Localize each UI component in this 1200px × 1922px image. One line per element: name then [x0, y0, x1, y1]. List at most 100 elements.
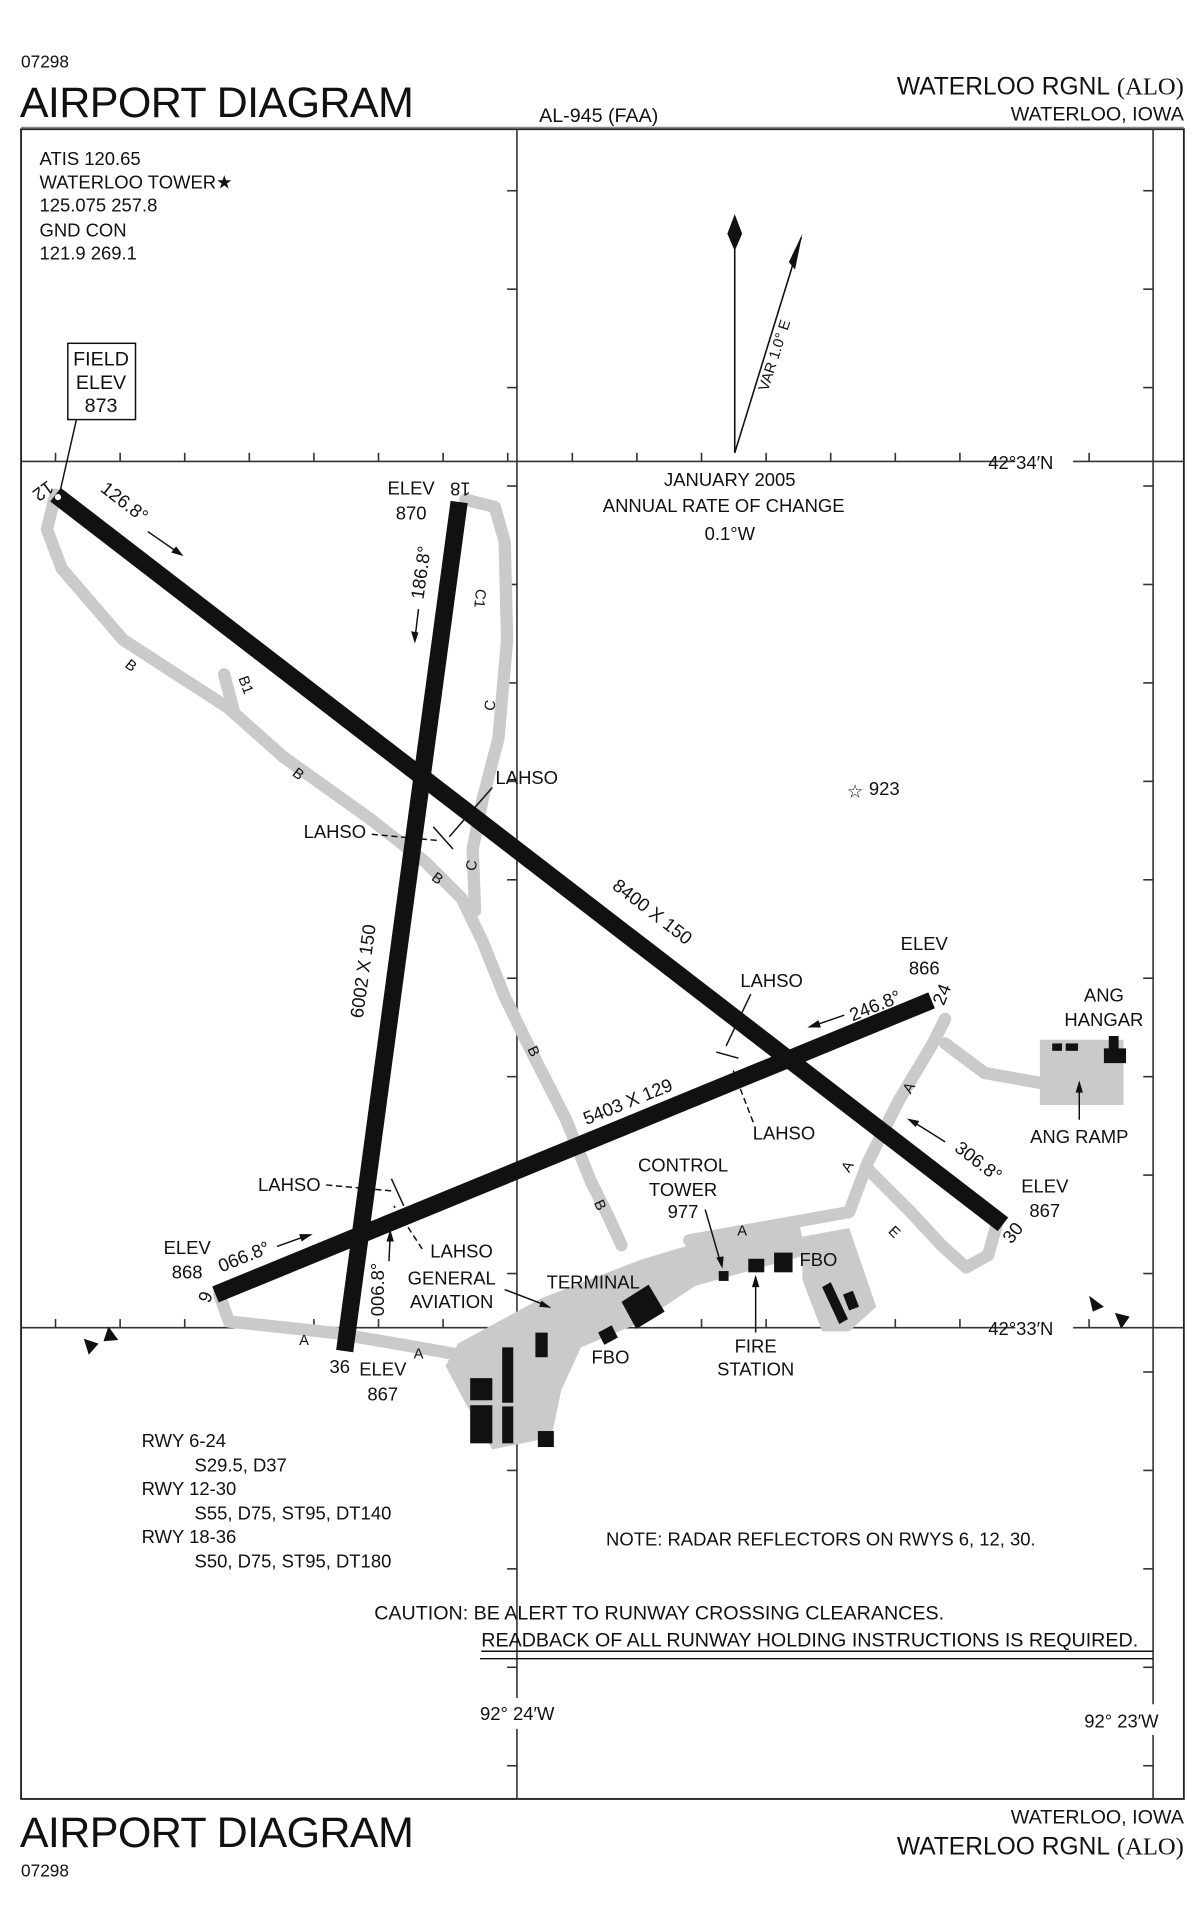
lahso-markers: LAHSO LAHSO LAHSO LAHSO LAHSO LAHSO [258, 767, 815, 1262]
svg-text:ELEV: ELEV [388, 478, 436, 499]
svg-text:S29.5, D37: S29.5, D37 [195, 1455, 287, 1476]
svg-text:LAHSO: LAHSO [258, 1174, 321, 1195]
svg-text:A: A [299, 1333, 309, 1349]
chart-id: 07298 [21, 52, 69, 72]
svg-text:ELEV: ELEV [359, 1359, 407, 1380]
runway-12-30 [50, 487, 1009, 1232]
fbo-east-label: FBO [799, 1249, 837, 1270]
readback-note: READBACK OF ALL RUNWAY HOLDING INSTRUCTI… [481, 1629, 1138, 1651]
lon-label-east: 92° 23′W [1084, 1711, 1159, 1732]
general-aviation-label: GENERAL [408, 1268, 496, 1289]
ang-hangar-label: ANG [1084, 985, 1124, 1006]
svg-text:868: 868 [172, 1261, 203, 1282]
runway-label-36: 36 [329, 1356, 350, 1377]
lat-label-north: 42°34′N [988, 452, 1053, 473]
general-aviation-label-2: AVIATION [410, 1291, 493, 1312]
tower-frequency: 125.075 257.8 [40, 195, 158, 216]
footer-airport-name: WATERLOO RGNL (ALO) [897, 1833, 1184, 1860]
lon-label-west: 92° 24′W [480, 1703, 555, 1724]
svg-text:RWY 12-30: RWY 12-30 [142, 1478, 237, 1499]
svg-text:A: A [839, 1159, 858, 1176]
terminal-building [621, 1284, 665, 1329]
rate-label: ANNUAL RATE OF CHANGE [603, 495, 845, 516]
fbo-east-building [774, 1252, 793, 1273]
fbo-west-building [598, 1325, 618, 1345]
svg-text:B1: B1 [234, 674, 255, 696]
page-title: AIRPORT DIAGRAM [20, 79, 413, 127]
svg-text:S55, D75, ST95, DT140: S55, D75, ST95, DT140 [195, 1503, 392, 1524]
runway-18-36 [336, 500, 468, 1353]
svg-text:867: 867 [367, 1383, 398, 1404]
control-tower-building [718, 1271, 729, 1281]
runway-label-6: 6 [194, 1288, 217, 1305]
control-tower-label: CONTROL [638, 1154, 728, 1175]
footer-title: AIRPORT DIAGRAM [20, 1809, 413, 1857]
ground-name: GND CON [40, 219, 127, 240]
svg-text:E: E [885, 1223, 903, 1241]
ang-ramp-label: ANG RAMP [1030, 1126, 1128, 1147]
heading-12: 126.8° [97, 477, 152, 526]
svg-text:FIELD: FIELD [73, 348, 129, 370]
svg-text:S50, D75, ST95, DT180: S50, D75, ST95, DT180 [195, 1551, 392, 1572]
airport-name: WATERLOO RGNL (ALO) [897, 74, 1184, 101]
lat-label-south: 42°33′N [988, 1318, 1053, 1339]
fire-station-building [748, 1258, 765, 1273]
svg-text:ELEV: ELEV [1021, 1175, 1069, 1196]
heading-18: 186.8° [407, 545, 435, 601]
svg-text:LAHSO: LAHSO [496, 767, 559, 788]
procedure-number: AL-945 (FAA) [539, 105, 658, 127]
atis-frequency: ATIS 120.65 [40, 148, 141, 169]
terminal-label: TERMINAL [547, 1271, 640, 1292]
svg-text:867: 867 [1029, 1200, 1060, 1221]
variation-date: JANUARY 2005 [664, 469, 796, 490]
svg-text:ELEV: ELEV [76, 372, 127, 394]
north-arrow-icon: VAR 1.0° E [727, 214, 803, 454]
footer-city: WATERLOO, IOWA [1011, 1807, 1185, 1829]
svg-text:873: 873 [85, 395, 118, 417]
fire-station-label-2: STATION [717, 1359, 794, 1380]
fire-station-label: FIRE [735, 1335, 777, 1356]
ang-hangar-label-2: HANGAR [1064, 1009, 1143, 1030]
svg-text:A: A [737, 1223, 747, 1239]
svg-text:ELEV: ELEV [901, 933, 949, 954]
svg-text:LAHSO: LAHSO [740, 970, 803, 991]
svg-text:866: 866 [909, 958, 940, 979]
magnetic-variation: VAR 1.0° E [756, 318, 794, 393]
radar-note: NOTE: RADAR REFLECTORS ON RWYS 6, 12, 30… [606, 1528, 1036, 1549]
svg-text:870: 870 [396, 502, 427, 523]
svg-text:LAHSO: LAHSO [753, 1122, 816, 1143]
obstacle-star-icon: ☆ [847, 780, 864, 801]
buildings [470, 1036, 1127, 1448]
fbo-west-label: FBO [592, 1346, 630, 1367]
svg-text:LAHSO: LAHSO [304, 821, 367, 842]
runway-label-18: 18 [450, 478, 471, 499]
svg-text:B: B [122, 657, 140, 676]
control-tower-label-2: TOWER [649, 1179, 717, 1200]
control-tower-height: 977 [668, 1201, 699, 1222]
svg-text:C1: C1 [470, 588, 488, 608]
runway-dimensions-18-36: 6002 X 150 [346, 923, 380, 1019]
footer-chart-id: 07298 [21, 1860, 69, 1880]
runway-6-24 [212, 992, 935, 1303]
svg-text:C: C [482, 699, 500, 713]
ground-frequency: 121.9 269.1 [40, 243, 137, 264]
svg-text:RWY 6-24: RWY 6-24 [142, 1430, 226, 1451]
heading-36: 006.8° [367, 1263, 388, 1317]
svg-text:C: C [464, 859, 482, 873]
field-elevation-box: FIELD ELEV 873 [59, 342, 137, 490]
taxiways [40, 488, 1124, 1450]
comms-block: ATIS 120.65 WATERLOO TOWER★ 125.075 257.… [40, 148, 233, 264]
svg-text:LAHSO: LAHSO [430, 1241, 493, 1262]
heading-30: 306.8° [951, 1137, 1006, 1186]
svg-text:A: A [414, 1346, 424, 1362]
radar-reflector-icon [83, 1295, 1130, 1355]
chart-frame [20, 128, 1185, 1800]
airport-city: WATERLOO, IOWA [1011, 104, 1185, 126]
obstacle-marker: ☆ 923 [847, 778, 900, 801]
svg-text:ELEV: ELEV [164, 1237, 212, 1258]
caution-note: CAUTION: BE ALERT TO RUNWAY CROSSING CLE… [374, 1602, 944, 1624]
runway-elevations: ELEV 870 ELEV 866 ELEV 867 ELEV 868 ELEV… [164, 478, 1069, 1405]
tower-name: WATERLOO TOWER★ [40, 171, 233, 192]
rate-value: 0.1°W [705, 523, 756, 544]
